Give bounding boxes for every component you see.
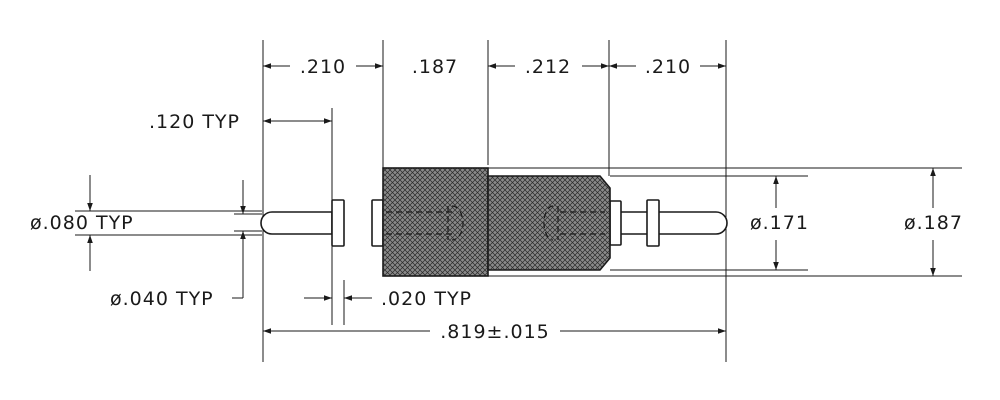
dim-collar-thickness: .020 TYP (381, 288, 472, 310)
dim-top-segment-2: .187 (412, 56, 458, 78)
dim-pin-diameter: ø.080 TYP (30, 212, 134, 234)
hidden-bore-left-end (451, 205, 464, 241)
dim-body-diameter-large: ø.187 (904, 212, 963, 234)
dim-top-segment-4: .210 (645, 56, 691, 78)
left-pin-shaft (260, 211, 333, 235)
connector-pin (260, 167, 728, 277)
dim-overall-length: .819±.015 (440, 321, 550, 343)
dim-body-diameter-small: ø.171 (750, 212, 809, 234)
tip-diameter-dimension (232, 180, 246, 299)
dim-shoulder-offset: .120 TYP (149, 111, 240, 133)
hidden-bore-right (543, 205, 554, 241)
knurled-body-large (382, 167, 489, 277)
dim-tip-diameter: ø.040 TYP (110, 288, 214, 310)
knurled-body-small (487, 175, 611, 271)
right-outer-collar (646, 199, 660, 247)
left-outer-collar (331, 199, 345, 247)
right-inner-collar (609, 200, 622, 246)
dim-top-segment-3: .212 (525, 56, 571, 78)
right-pin-shaft (609, 211, 728, 235)
dim-top-segment-1: .210 (300, 56, 346, 78)
left-inner-collar (371, 199, 384, 247)
hidden-bore-left (386, 211, 452, 235)
